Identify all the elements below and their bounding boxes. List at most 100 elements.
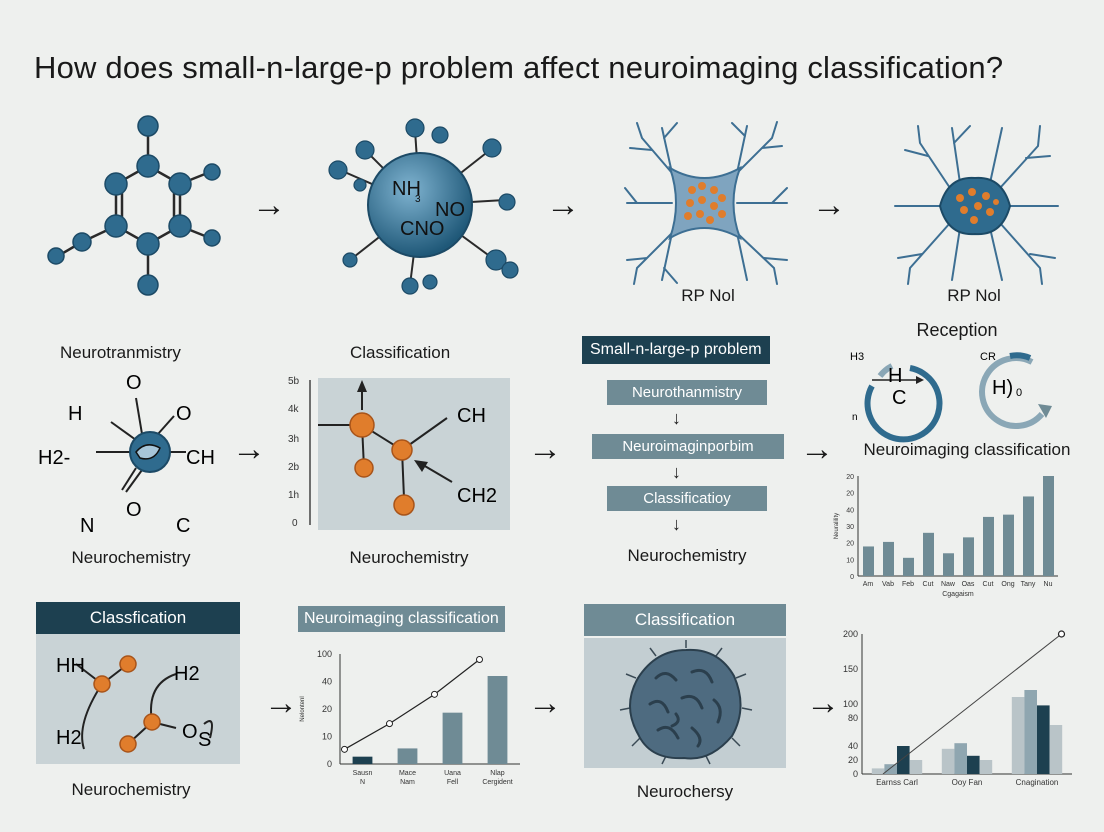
arrow-down-icon: ↓ [672, 514, 681, 534]
arrow-right-icon: → [546, 186, 580, 224]
atom-c: C [176, 515, 190, 537]
bar [897, 746, 910, 774]
bar [963, 537, 974, 576]
virus-cell-icon [619, 640, 753, 765]
bar [923, 532, 934, 576]
trend-line [882, 633, 1062, 775]
bar [941, 748, 955, 774]
x-tick-label: Nam [400, 779, 415, 786]
x-tick-label: Cergident [482, 779, 512, 786]
arrow-down-icon: ↓ [672, 462, 681, 482]
bar [1023, 496, 1034, 576]
arrow-right-icon: → [528, 684, 562, 722]
neuron-cell-icon [894, 125, 1059, 285]
tick-4k: 4k [288, 404, 300, 415]
flow-step-1: Neurothanmistry [607, 380, 767, 405]
y-tick-label: 40 [848, 741, 858, 751]
rec-h-paren: H) [992, 377, 1013, 399]
y-axis-label: Nelontenl [300, 696, 306, 721]
rec-h3: H3 [850, 351, 864, 363]
chem-structure-3: HH H2 H2 O S [56, 655, 213, 753]
rec-h: H [888, 365, 902, 387]
y-tick-label: 20 [322, 704, 332, 714]
tick-5b: 5b [288, 376, 300, 387]
bar [1043, 476, 1054, 576]
bar [1003, 514, 1014, 576]
atom-ch2: CH2 [457, 485, 497, 507]
tick-0: 0 [292, 518, 298, 529]
bar [397, 748, 418, 764]
atom-h2: H2- [38, 447, 70, 469]
x-tick-label: Sausn [353, 770, 373, 777]
x-tick-label: Am [863, 581, 874, 588]
x-tick-label: Mace [399, 770, 416, 777]
bar [352, 756, 373, 764]
panel3-header: Classification [584, 604, 786, 636]
y-tick-label: 0 [853, 769, 858, 779]
y-tick-label: 0 [327, 759, 332, 769]
y-tick-label: 20 [846, 541, 854, 548]
mol-text-cno: CNO [400, 218, 444, 240]
y-axis-label: Neuralility [834, 513, 840, 539]
bar [442, 712, 463, 764]
bar [954, 743, 967, 774]
atom-s: S [198, 729, 211, 751]
neuron-caption-1: RP Nol [681, 286, 735, 305]
arrow-right-icon: → [806, 684, 840, 722]
neuron-caption-2: RP Nol [947, 286, 1001, 305]
y-tick-label: 20 [846, 491, 854, 498]
trend-line [344, 659, 480, 750]
label-neurochemistry-3: Neurochemistry [627, 546, 747, 565]
y-tick-label: 20 [848, 755, 858, 765]
atom-o-top: O [126, 372, 142, 394]
x-tick-label: Uana [444, 770, 461, 777]
chem-structure-1: O H O H2- CH N O C [38, 372, 215, 537]
y-tick-label: 10 [846, 557, 854, 564]
label-neurochersy: Neurochersy [636, 782, 734, 801]
bar [871, 768, 885, 774]
arrow-right-icon: → [232, 430, 266, 468]
y-tick-label: 150 [843, 664, 858, 674]
arrow-right-icon: → [264, 684, 298, 722]
atom-h: H [68, 403, 82, 425]
arrow-right-icon: → [812, 186, 846, 224]
x-tick-label: Earnss Carl [876, 778, 918, 787]
atom-o-right: O [176, 403, 192, 425]
line-point [341, 745, 348, 753]
atom-o-bottom: O [126, 499, 142, 521]
bar [983, 516, 994, 576]
x-tick-label: Cnagination [1016, 778, 1059, 787]
arrow-right-icon: → [528, 430, 562, 468]
rec-cr: CR [980, 351, 996, 363]
flow-step-2: Neuroimaginpогbim [592, 434, 784, 459]
bar [1049, 725, 1063, 774]
bar [1024, 690, 1037, 774]
x-tick-label: N [360, 779, 365, 786]
atom-ch: CH [186, 447, 215, 469]
bar [487, 676, 508, 764]
y-tick-label: 200 [843, 629, 858, 639]
y-tick-label: 100 [843, 699, 858, 709]
x-tick-label: Nlap [490, 770, 505, 777]
chem-structure-2: 5b 4k 3h 2b 1h 0 CH CH2 [288, 376, 497, 529]
x-tick-label: Tany [1021, 581, 1036, 588]
arrow-right-icon: → [800, 430, 834, 468]
page-title: How does small-n-large-p problem affect … [34, 50, 1004, 85]
atom-n: N [80, 515, 94, 537]
x-tick-label: Cut [983, 581, 994, 588]
neuron-icon [624, 121, 788, 285]
atom-o: O [182, 721, 198, 743]
bar [903, 557, 914, 576]
atom-h2-b: H2 [56, 727, 82, 749]
bar [883, 541, 894, 576]
mol-text-no: NO [435, 199, 465, 221]
bar [1037, 705, 1050, 774]
bar-line-chart-b: 0102040100NelontenlSausnNMaceNamUanaFell… [300, 649, 520, 786]
tick-2b: 2b [288, 462, 300, 473]
x-tick-label: Fell [447, 779, 459, 786]
label-neurochemistry-4: Neurochemistry [71, 780, 191, 799]
bar [1011, 697, 1025, 774]
label-neurochemistry-1: Neurochemistry [71, 548, 191, 567]
